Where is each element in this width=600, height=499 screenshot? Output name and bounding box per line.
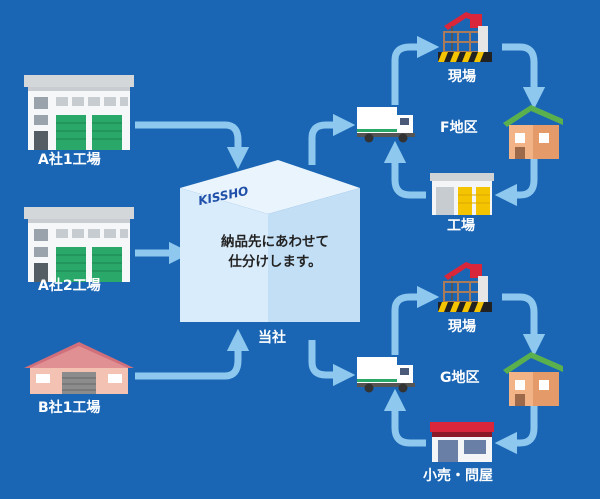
factory-b1-illustration — [24, 342, 134, 394]
arrow-a1-to-hub — [135, 121, 250, 170]
arrow-b1-to-hub — [135, 328, 250, 380]
construction-site-g-illustration — [438, 262, 492, 312]
area-g-name-label: G地区 — [440, 370, 480, 386]
hub-warehouse-box — [180, 160, 360, 322]
factory-a1-label: A社1工場 — [38, 152, 101, 168]
hub-description-line2: 仕分けします。 — [228, 254, 322, 270]
arrow-hub-to-truck-f — [308, 113, 356, 165]
arrow-f-site-to-house — [502, 43, 546, 110]
arrow-f-factory-to-truck — [383, 140, 426, 199]
construction-site-f-illustration — [438, 12, 492, 62]
flow-arrows — [135, 35, 546, 455]
store-g-illustration — [430, 422, 494, 462]
arrow-g-house-to-store — [494, 405, 538, 455]
area-g-store-label: 小売・問屋 — [423, 468, 493, 484]
arrow-f-house-to-factory — [494, 158, 538, 207]
factory-b1-label: B社1工場 — [38, 400, 101, 416]
arrow-g-truck-to-site — [391, 285, 440, 355]
arrow-g-store-to-truck — [383, 388, 426, 447]
area-f-site-label: 現場 — [448, 69, 476, 85]
factory-a2-label: A社2工場 — [38, 278, 101, 294]
factory-f-illustration — [430, 173, 494, 215]
truck-g-illustration — [357, 357, 415, 393]
factory-a1-illustration — [24, 75, 134, 150]
hub-description: 納品先にあわせて 仕分けします。 — [195, 232, 355, 272]
arrow-f-truck-to-site — [391, 35, 440, 105]
hub-label: 当社 — [258, 330, 286, 346]
arrow-hub-to-truck-g — [308, 340, 356, 387]
truck-f-illustration — [357, 107, 415, 143]
hub-description-line1: 納品先にあわせて — [221, 234, 329, 250]
arrow-g-site-to-house — [502, 293, 546, 357]
factory-a2-illustration — [24, 207, 134, 282]
house-f-illustration — [503, 105, 563, 159]
area-f-name-label: F地区 — [440, 120, 478, 136]
area-g-site-label: 現場 — [448, 319, 476, 335]
area-f-factory-label: 工場 — [447, 218, 475, 234]
house-g-illustration — [503, 352, 563, 406]
